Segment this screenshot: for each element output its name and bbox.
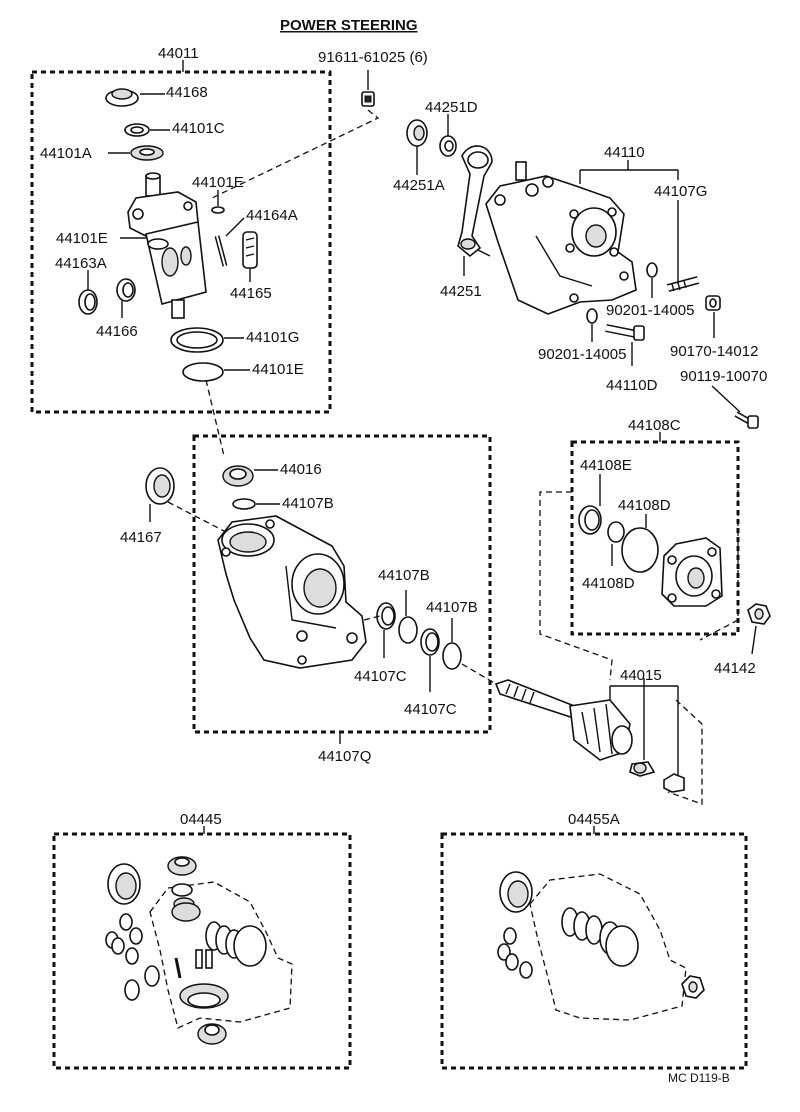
label-04445: 04445 [180,811,222,828]
label-44107Q: 44107Q [318,748,371,765]
label-44168: 44168 [166,84,208,101]
part-44108E-seal [578,505,602,535]
label-44107B-c: 44107B [426,599,478,616]
label-44107B-a: 44107B [282,495,334,512]
label-44164A: 44164A [246,207,298,224]
label-44142: 44142 [714,660,756,677]
part-44163A-seal [78,289,98,315]
kit-04445-parts [105,856,293,1045]
group-box-04445 [52,832,352,1070]
part-44110-gear-assembly [485,161,637,315]
label-44101G: 44101G [246,329,299,346]
part-44107G-stud [666,276,700,292]
part-90170-14012-nut [705,295,721,311]
part-44166-seal [116,278,136,302]
label-44101C: 44101C [172,120,225,137]
part-90201-14005-washer-b [586,308,598,324]
part-44110D-bolt [605,324,645,341]
label-44166: 44166 [96,323,138,340]
diagram-title: POWER STEERING [280,17,418,34]
label-44167: 44167 [120,529,162,546]
label-44107B-b: 44107B [378,567,430,584]
label-44251D: 44251D [425,99,478,116]
group-box-44108C [570,440,740,636]
label-44101E-c: 44101E [252,361,304,378]
part-44164A-pin [214,235,228,267]
part-44107B-oring-c [442,642,462,670]
part-44101E-oring-small [211,206,225,214]
part-44101C-ring [124,123,150,137]
part-44107C-ring-a [376,602,396,630]
part-44015-sector-shaft [494,679,633,761]
label-44251A: 44251A [393,177,445,194]
label-44015: 44015 [620,667,662,684]
label-44165: 44165 [230,285,272,302]
part-end-cover [661,537,723,607]
part-44251D-washer [439,135,457,157]
label-44108C: 44108C [628,417,681,434]
part-44107B-oring-a [232,498,256,510]
part-locknut [663,773,685,793]
label-44107C-a: 44107C [354,668,407,685]
label-44107C-b: 44107C [404,701,457,718]
label-90201-14005-b: 90201-14005 [538,346,626,363]
label-44101E-a: 44101E [192,174,244,191]
kit-04455A-parts [497,871,705,1021]
part-44016-seal [222,465,254,487]
label-44011: 44011 [158,45,199,62]
label-44101E-b: 44101E [56,230,108,247]
part-44101A-bearing [130,145,164,161]
part-44167-seal [145,467,175,505]
part-90201-14005-washer-a [646,262,658,278]
label-91611-61025: 91611-61025 (6) [318,49,428,66]
part-44107C-ring-b [420,628,440,656]
label-44251: 44251 [440,283,482,300]
label-44108D-b: 44108D [582,575,635,592]
part-91611-61025-bolt [361,91,375,107]
part-44251-pitman-arm [457,145,493,258]
part-44108D-oring-small [607,521,625,543]
group-box-04455A [440,832,748,1070]
label-90119-10070: 90119-10070 [680,368,767,385]
label-90170-14012: 90170-14012 [670,343,758,360]
part-44168-cap [105,88,139,107]
part-44101E-oring-large [182,362,224,382]
label-44110: 44110 [604,144,645,161]
label-44101A: 44101A [40,145,92,162]
part-44142-nut [747,603,771,625]
label-90201-14005-a: 90201-14005 [606,302,694,319]
part-44251A-nut [406,119,428,147]
part-44108D-oring-large [621,527,659,573]
label-44016: 44016 [280,461,322,478]
label-44108D-a: 44108D [618,497,671,514]
part-44107B-oring-b [398,616,418,644]
label-44110D: 44110D [606,377,658,394]
part-gear-housing [217,515,367,669]
label-44163A: 44163A [55,255,107,272]
part-44101G-ring [170,327,224,353]
part-control-valve-body [127,172,207,319]
group-box-44011 [30,70,332,414]
label-44107G: 44107G [654,183,707,200]
part-adjusting-screw [629,761,656,777]
label-44108E: 44108E [580,457,632,474]
drawing-code: MC D119-B [668,1071,730,1085]
group-box-44107Q [192,434,492,734]
part-90119-10070-bolt [734,411,759,429]
label-04455A: 04455A [568,811,620,828]
part-44165-spring [242,231,258,269]
